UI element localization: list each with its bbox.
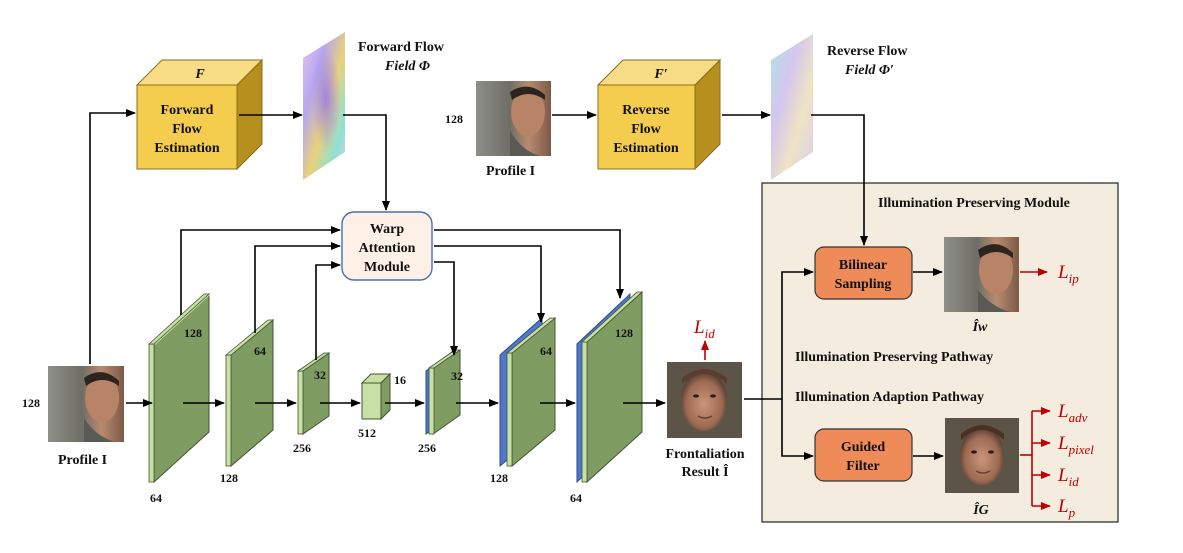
warped-image-iw <box>944 237 1019 312</box>
forward-flow-symbol: F <box>194 67 205 82</box>
profile-left-size: 128 <box>22 396 40 410</box>
guided-image-ig <box>945 418 1019 493</box>
loss-bracket <box>1020 407 1051 510</box>
loss-pixel: Lpixel <box>1057 433 1094 457</box>
encoder-3-spatial: 256 <box>293 441 311 455</box>
reverse-flow-field-line2: Field Φ′ <box>844 63 894 78</box>
result-line1: Frontaliation <box>665 447 744 462</box>
forward-flow-field-line1: Forward Flow <box>358 40 445 55</box>
warp-attention-line2: Attention <box>359 241 416 256</box>
decoder-feature-map-3 <box>576 290 644 484</box>
warp-attention-line3: Module <box>364 260 410 275</box>
warp-attention-module <box>341 211 433 281</box>
encoder-feature-map-4 <box>360 372 392 421</box>
encoder-feature-map-2 <box>224 318 275 468</box>
forward-flow-field-line2: Field Φ <box>384 59 430 74</box>
connectors <box>89 109 944 460</box>
forward-flow-line3: Estimation <box>154 141 220 156</box>
loss-top: Lid <box>693 317 715 341</box>
ipm-title: Illumination Preserving Module <box>878 196 1070 211</box>
guided-line1: Guided <box>841 440 886 455</box>
frontalization-result-image <box>667 362 742 438</box>
encoder-2-spatial: 128 <box>220 471 238 485</box>
bilinear-sampling-box <box>814 246 913 300</box>
reverse-flow-line2: Flow <box>631 122 661 137</box>
reverse-flow-field-image <box>771 34 813 180</box>
reverse-flow-symbol: F′ <box>653 67 667 82</box>
ig-label: ÎG <box>972 501 989 518</box>
adaption-pathway-label: Illumination Adaption Pathway <box>795 390 984 405</box>
encoder-1-spatial: 64 <box>150 491 162 505</box>
loss-ip: Lip <box>1057 262 1079 286</box>
decoder-3-spatial: 64 <box>570 491 582 505</box>
encoder-1-channels: 128 <box>184 326 202 340</box>
bilinear-line1: Bilinear <box>839 258 887 273</box>
encoder-4-channels: 16 <box>394 373 406 387</box>
warp-attention-line1: Warp <box>370 222 404 237</box>
encoder-3-channels: 32 <box>314 368 326 382</box>
encoder-feature-map-3 <box>296 352 331 435</box>
loss-id: Lid <box>1057 465 1079 489</box>
profile-left-image <box>48 366 124 442</box>
bilinear-line2: Sampling <box>835 277 892 292</box>
profile-top-size: 128 <box>445 112 463 126</box>
forward-flow-estimation-block: F Forward Flow Estimation <box>135 58 264 171</box>
decoder-2-channels: 64 <box>540 344 552 358</box>
guided-filter-box <box>814 428 913 482</box>
iw-label: Îw <box>972 318 988 335</box>
reverse-flow-field-line1: Reverse Flow <box>827 44 908 59</box>
profile-top-image <box>476 81 551 156</box>
forward-flow-field-image <box>303 32 345 180</box>
reverse-flow-line3: Estimation <box>613 141 679 156</box>
forward-flow-line2: Flow <box>172 122 202 137</box>
decoder-feature-map-2 <box>499 316 557 468</box>
profile-left-label: Profile I <box>58 453 107 468</box>
decoder-1-channels: 32 <box>451 369 463 383</box>
reverse-flow-estimation-block: F′ Reverse Flow Estimation <box>596 58 722 171</box>
decoder-2-spatial: 128 <box>490 471 508 485</box>
encoder-4-spatial: 512 <box>358 426 376 440</box>
decoder-feature-map-1 <box>425 349 462 435</box>
encoder-2-channels: 64 <box>254 344 266 358</box>
loss-p: Lp <box>1057 496 1076 520</box>
profile-top-label: Profile I <box>486 164 535 179</box>
decoder-3-channels: 128 <box>615 326 633 340</box>
guided-line2: Filter <box>846 459 879 474</box>
forward-flow-line1: Forward <box>161 103 214 118</box>
result-line2: Result Î <box>681 463 728 480</box>
loss-adv: Ladv <box>1057 401 1088 425</box>
encoder-feature-map-1 <box>147 292 211 484</box>
preserving-pathway-label: Illumination Preserving Pathway <box>795 350 993 365</box>
reverse-flow-line1: Reverse <box>622 103 669 118</box>
decoder-1-spatial: 256 <box>418 441 436 455</box>
